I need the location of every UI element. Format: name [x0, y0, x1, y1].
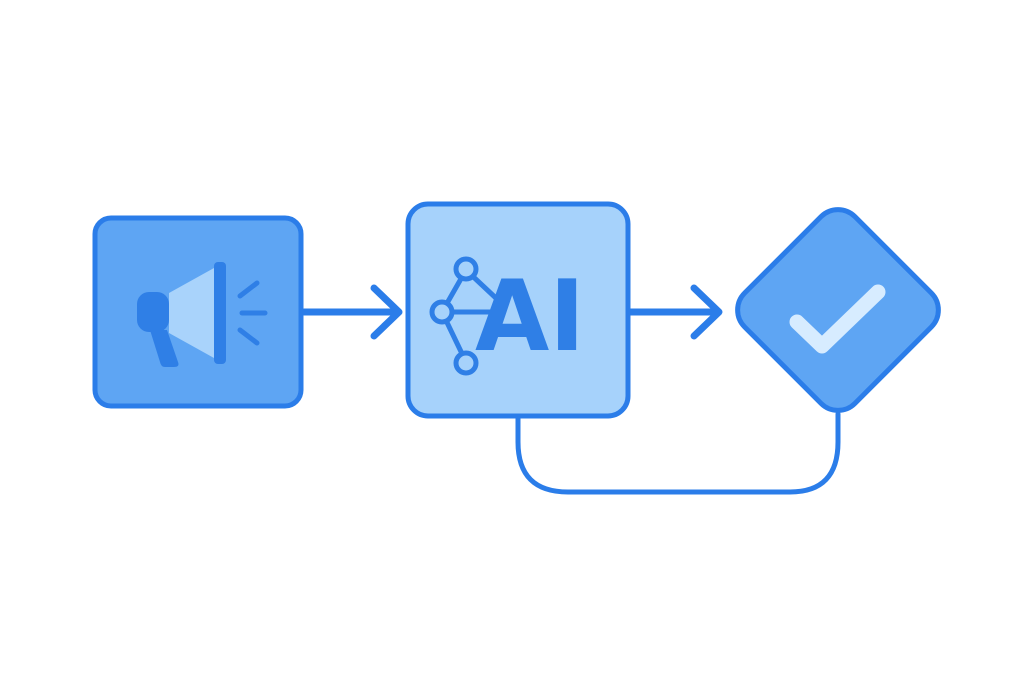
loop-connector [515, 411, 841, 495]
arrow-announce-to-ai [300, 284, 403, 340]
approve-node [735, 207, 941, 413]
checkmark-icon [789, 284, 886, 354]
network-nodes-icon [429, 256, 500, 376]
arrow-ai-to-approve [624, 284, 723, 340]
ai-node: AI [405, 201, 631, 419]
ai-label: AI [475, 260, 585, 374]
announce-node [92, 215, 304, 409]
megaphone-icon [137, 262, 268, 367]
